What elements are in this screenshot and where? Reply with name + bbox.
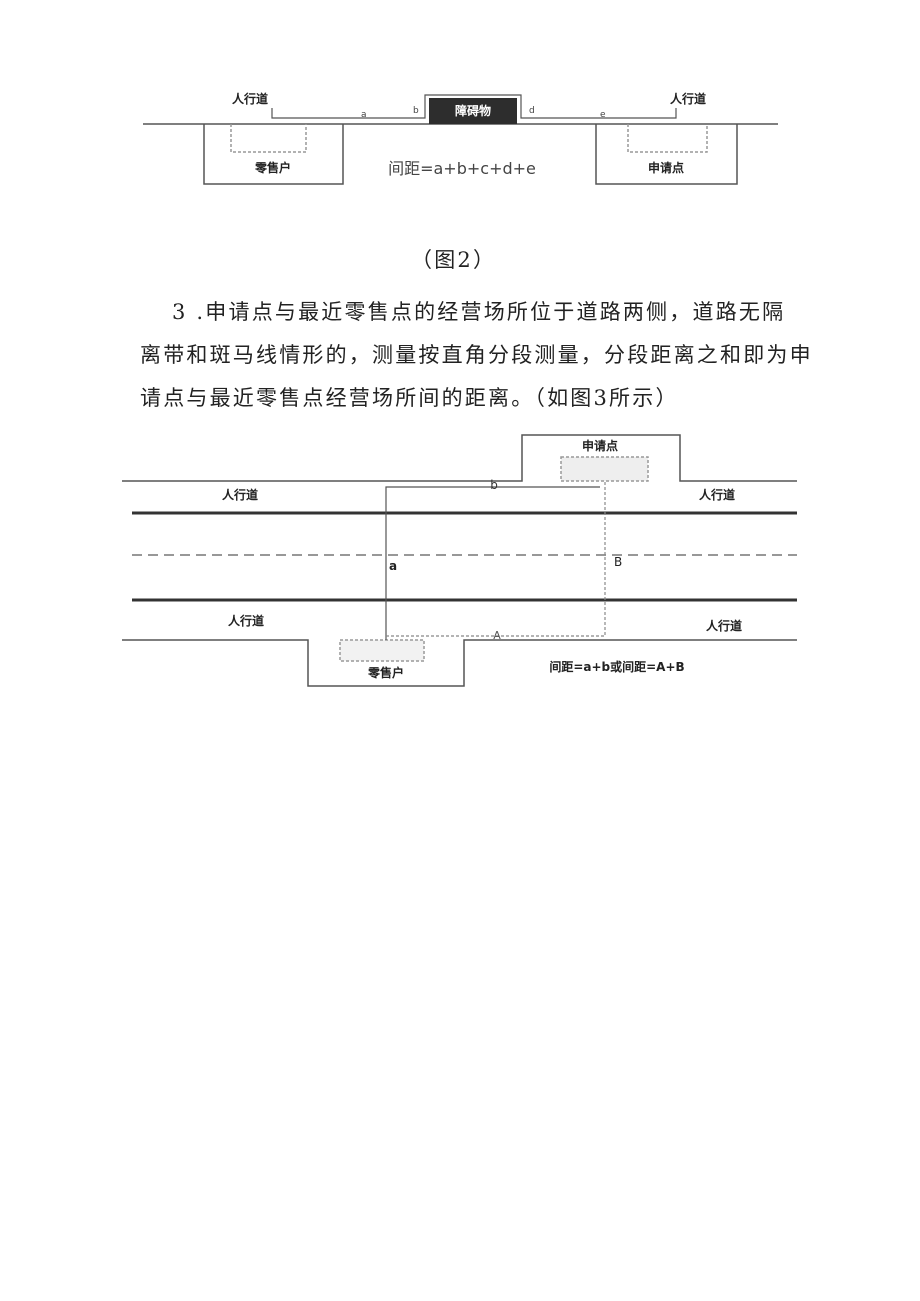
- segment-d-label: d: [529, 106, 535, 116]
- sidewalk-label-bottom-right: 人行道: [706, 618, 742, 633]
- applicant-inner-box: [560, 456, 649, 482]
- paragraph-line-1: 3 .申请点与最近零售点的经营场所位于道路两侧，道路无隔: [172, 300, 786, 324]
- segment-A-label: A: [493, 629, 501, 642]
- figure-2-caption: （图2）: [411, 248, 497, 272]
- retailer-box: [203, 124, 344, 185]
- obstacle-label: 障碍物: [455, 103, 491, 118]
- bottom-road-edge: [122, 639, 797, 687]
- sidewalk-label-top-right: 人行道: [699, 487, 735, 502]
- obstacle-block: [429, 98, 517, 124]
- segment-a-label: a: [361, 110, 367, 120]
- retailer-inner-box: [339, 639, 425, 662]
- retailer-inner-box: [230, 124, 307, 153]
- path-A-B: [386, 481, 606, 637]
- segment-b-label: b: [413, 106, 419, 116]
- top-road-edge: [122, 434, 797, 482]
- sidewalk-label-left: 人行道: [232, 91, 268, 106]
- segment-e-label: e: [600, 110, 606, 120]
- applicant-label: 申请点: [648, 160, 684, 175]
- retailer-label: 零售户: [367, 665, 404, 680]
- path-a-b: [385, 486, 600, 640]
- sidewalk-label-right: 人行道: [670, 91, 706, 106]
- applicant-box: [595, 124, 738, 185]
- segment-a-label: a: [389, 559, 397, 573]
- paragraph-line-2: 离带和斑马线情形的，测量按直角分段测量，分段距离之和即为申: [140, 343, 813, 367]
- retailer-label: 零售户: [254, 160, 291, 175]
- paragraph-line-3: 请点与最近零售点经营场所间的距离。（如图3所示）: [140, 386, 679, 410]
- segment-B-label: B: [614, 555, 622, 569]
- applicant-inner-box: [627, 124, 708, 153]
- sidewalk-label-bottom-left: 人行道: [228, 613, 264, 628]
- figure-2-formula: 间距=a+b+c+d+e: [388, 159, 536, 178]
- applicant-label: 申请点: [582, 438, 618, 453]
- figure-3-formula: 间距=a+b或间距=A+B: [549, 659, 684, 674]
- segment-b-label: b: [490, 478, 498, 492]
- sidewalk-label-top-left: 人行道: [222, 487, 258, 502]
- measure-path: [271, 94, 677, 119]
